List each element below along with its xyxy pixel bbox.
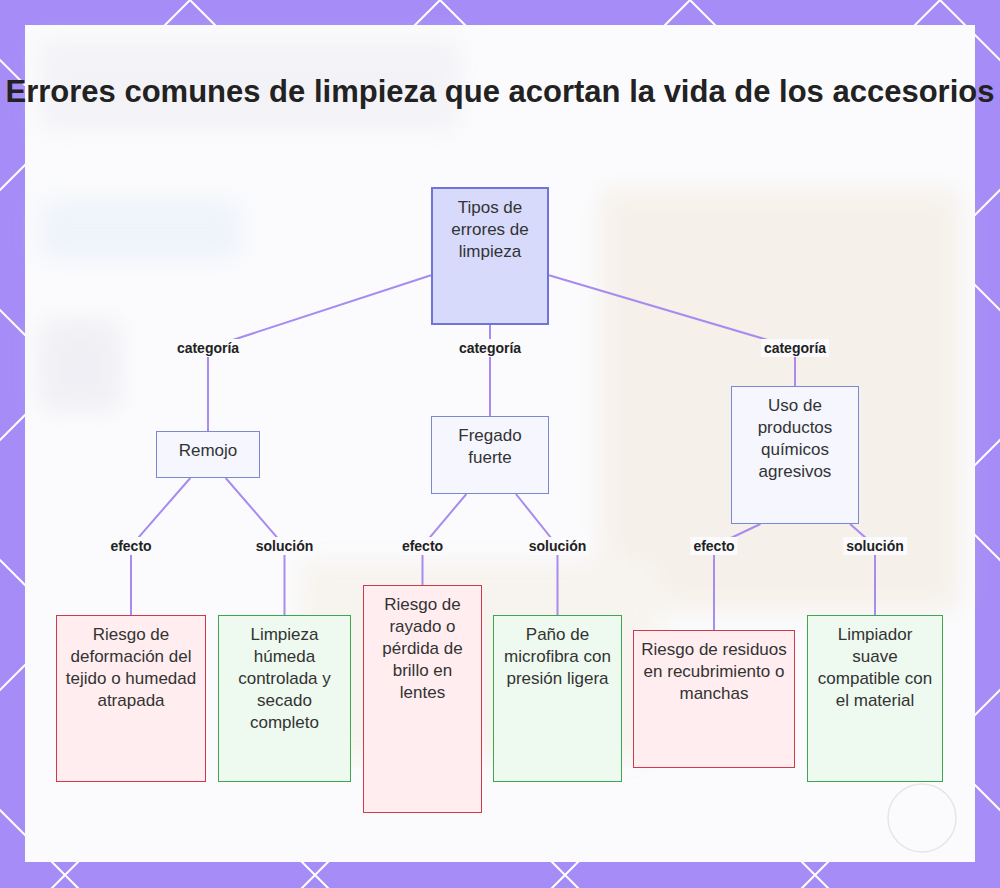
node-text: Tipos de errores de limpieza — [439, 197, 541, 263]
effect-box: Riesgo de residuos en recubrimiento o ma… — [633, 630, 795, 768]
solution-box: Limpieza húmeda controlada y secado comp… — [218, 615, 351, 782]
node-text: Limpiador suave compatible con el materi… — [814, 624, 936, 712]
node-text: Riesgo de deformación del tejido o humed… — [63, 624, 199, 712]
category-box: Uso de productos químicos agresivos — [731, 386, 859, 524]
category-box: Fregado fuerte — [431, 416, 549, 494]
effect-box: Riesgo de rayado o pérdida de brillo en … — [363, 585, 482, 813]
edge-label: solución — [526, 537, 590, 555]
node-text: Limpieza húmeda controlada y secado comp… — [225, 624, 344, 734]
effect-box: Riesgo de deformación del tejido o humed… — [56, 615, 206, 782]
category-box: Remojo — [156, 431, 260, 478]
node-text: Paño de microfibra con presión ligera — [500, 624, 615, 690]
edge-label: efecto — [399, 537, 446, 555]
edge-label: efecto — [107, 537, 154, 555]
connector — [549, 275, 795, 386]
connector-line — [549, 275, 795, 386]
solution-box: Limpiador suave compatible con el materi… — [807, 615, 943, 782]
photo-shape — [40, 200, 240, 260]
root-box: Tipos de errores de limpieza — [431, 187, 549, 325]
panel — [25, 25, 975, 862]
edge-label: categoría — [761, 339, 829, 357]
photo-shape — [600, 190, 960, 610]
edge-label: categoría — [174, 339, 242, 357]
edge-label: efecto — [690, 537, 737, 555]
logo-mark — [888, 784, 956, 852]
node-text: Remojo — [163, 440, 253, 462]
solution-box: Paño de microfibra con presión ligera — [493, 615, 622, 782]
node-text: Riesgo de residuos en recubrimiento o ma… — [640, 639, 788, 705]
photo-shape — [40, 320, 120, 410]
edge-label: solución — [843, 537, 907, 555]
edge-label: solución — [253, 537, 317, 555]
edge-label: categoría — [456, 339, 524, 357]
node-text: Fregado fuerte — [438, 425, 542, 469]
diagram-title: Errores comunes de limpieza que acortan … — [0, 72, 1000, 112]
node-text: Uso de productos químicos agresivos — [738, 395, 852, 483]
node-text: Riesgo de rayado o pérdida de brillo en … — [370, 594, 475, 704]
